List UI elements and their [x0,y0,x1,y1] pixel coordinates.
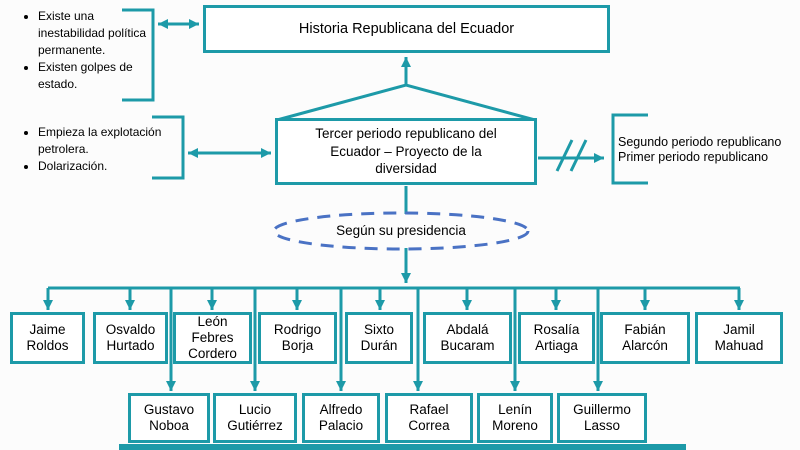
note-item: Existe una inestabilidad política perman… [38,8,162,59]
period-label: Primer periodo republicano [618,149,769,164]
president-box: Rafael Correa [385,393,473,443]
roof-connector [276,83,536,122]
president-box: Lenín Moreno [477,393,553,443]
president-box: Fabián Alarcón [600,312,690,364]
president-name: Rosalía Artiaga [533,322,580,353]
third-period-box: Tercer periodo republicano del Ecuador –… [275,118,537,185]
president-name: León Febres Cordero [188,314,237,361]
president-name: Guillermo Lasso [573,402,631,433]
president-name: Rafael Correa [408,402,450,433]
president-name: Jamil Mahuad [714,322,764,353]
row2-arrows [166,288,603,391]
president-name: Rodrigo Borja [273,322,322,353]
president-box: León Febres Cordero [173,312,252,364]
row1-arrows [43,288,744,310]
bracket-top-left [122,8,155,102]
president-name: Sixto Durán [360,322,398,353]
president-name: Alfredo Palacio [318,402,364,433]
president-box: Rodrigo Borja [258,312,337,364]
president-name: Lucio Gutiérrez [227,402,283,433]
president-box: Jamil Mahuad [695,312,783,364]
period-label: Segundo periodo republicano [618,135,782,149]
presidency-ellipse-label: Según su presidencia [336,223,466,238]
president-box: Osvaldo Hurtado [93,312,168,364]
note-item: Empieza la explotación petrolera. [38,124,198,158]
president-name: Fabián Alarcón [622,322,668,353]
break-slash-1 [555,139,574,172]
president-box: Alfredo Palacio [302,393,380,443]
note-item: Existen golpes de estado. [38,59,162,93]
break-slash-2 [569,139,588,172]
petroleum-notes: Empieza la explotación petrolera.Dolariz… [22,124,198,175]
president-box: Guillermo Lasso [557,393,647,443]
president-box: Rosalía Artiaga [518,312,595,364]
president-name: Gustavo Noboa [143,402,195,433]
third-period-label: Tercer periodo republicano del Ecuador –… [315,125,497,177]
note-item: Dolarización. [38,158,198,175]
president-name: Abdalá Bucaram [440,322,495,353]
president-box: Abdalá Bucaram [423,312,512,364]
president-box: Jaime Roldos [10,312,85,364]
president-box: Sixto Durán [345,312,413,364]
title-box-label: Historia Republicana del Ecuador [298,21,515,37]
cropped-box-edge [119,444,686,450]
bracket-right [611,113,648,185]
title-box: Historia Republicana del Ecuador [203,5,610,53]
president-name: Osvaldo Hurtado [105,322,156,353]
president-box: Lucio Gutiérrez [213,393,297,443]
president-name: Jaime Roldos [26,322,69,353]
president-name: Lenín Moreno [492,402,538,433]
bracket-left [152,115,185,180]
instability-notes: Existe una inestabilidad política perman… [22,8,162,93]
president-box: Gustavo Noboa [128,393,210,443]
presidency-ellipse [272,211,530,251]
